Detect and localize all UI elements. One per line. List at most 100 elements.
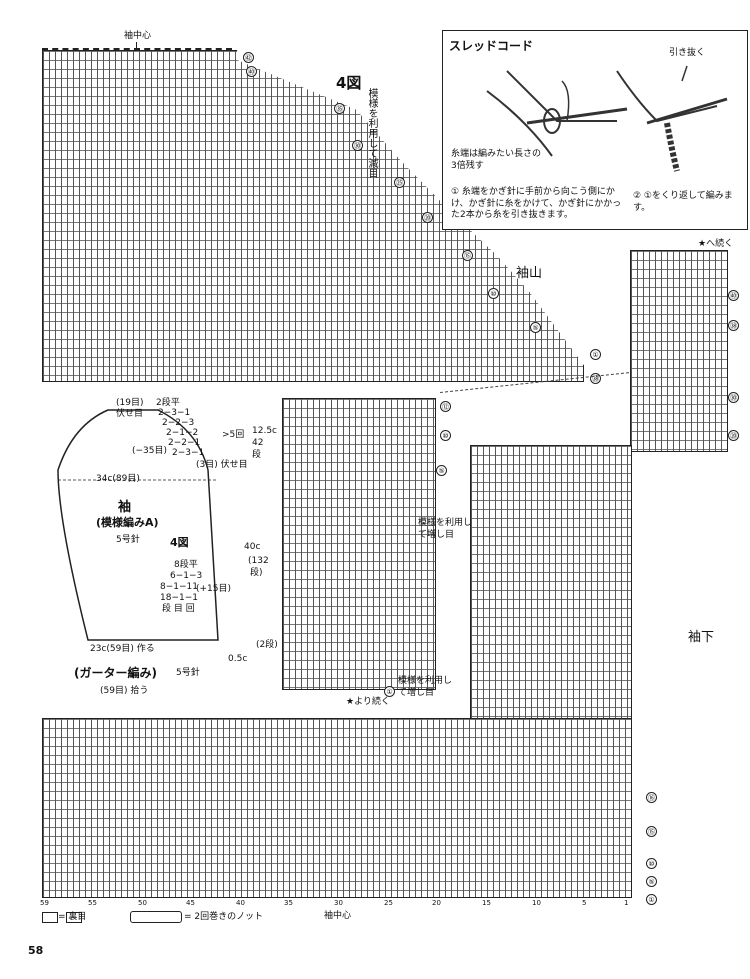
middle-band-chart bbox=[282, 398, 436, 690]
col-num: 55 bbox=[88, 899, 97, 907]
row-mark: ⑩ bbox=[646, 858, 657, 869]
thread-note-left: 糸端は編みたい長さの3倍残す bbox=[451, 149, 542, 171]
sleeve-bottom-make: 23c(59目) 作る bbox=[90, 644, 155, 654]
center-label-bottom: 袖中心 bbox=[324, 911, 352, 921]
right-column-chart bbox=[630, 250, 728, 452]
row-mark: ⑩ bbox=[440, 430, 451, 441]
row-mark: ⑤ bbox=[530, 322, 541, 333]
legend-purl-symbol bbox=[42, 912, 58, 923]
sleeve-needle-2: 5号針 bbox=[176, 668, 200, 678]
row-mark: ㊵ bbox=[246, 66, 257, 77]
sleeve-garter: (ガーター編み) bbox=[74, 666, 157, 680]
col-num: 1 bbox=[624, 899, 629, 907]
legend-knot: = 2回巻きのノット bbox=[184, 912, 263, 922]
sleeve-top-count: (19目) bbox=[116, 398, 144, 408]
sleeve-name: 袖 bbox=[118, 500, 132, 515]
sleeve-h1c: 段 bbox=[252, 450, 262, 460]
pull-label: 引き抜く bbox=[669, 48, 706, 58]
col-num: 5 bbox=[582, 899, 587, 907]
row-mark: ㉚ bbox=[728, 392, 739, 403]
lower-right-chart bbox=[470, 445, 632, 727]
row-mark: ① bbox=[646, 894, 657, 905]
sleeve-width: 34c(89目) bbox=[96, 474, 140, 484]
center-label-top: 袖中心 bbox=[124, 31, 152, 41]
sleeve-bind-off: 伏せ目 bbox=[116, 409, 144, 419]
dashed-top-edge bbox=[42, 48, 232, 50]
row-mark: ① bbox=[384, 686, 395, 697]
sleeve-bind3: (3目) 伏せ目 bbox=[196, 460, 248, 470]
sleeve-h1b: 42 bbox=[252, 438, 264, 448]
col-num: 20 bbox=[432, 899, 441, 907]
center-marker-top bbox=[136, 42, 137, 50]
row-mark: ㊷ bbox=[243, 52, 254, 63]
col-num: 30 bbox=[334, 899, 343, 907]
sleeve-dec-6: 2−3−1 bbox=[172, 448, 205, 458]
sleeve-inc-2: 6−1−3 bbox=[170, 571, 203, 581]
sleeve-inc-5: 段 目 回 bbox=[162, 604, 195, 614]
sode-shita-label: 袖下 bbox=[688, 630, 715, 645]
sleeve-minus35: (−35目) bbox=[132, 446, 168, 456]
row-mark: ㉚ bbox=[352, 140, 363, 151]
row-mark: ⑮ bbox=[646, 826, 657, 837]
row-mark: ㉟ bbox=[334, 103, 345, 114]
row-mark: ⑳ bbox=[728, 430, 739, 441]
row-mark: ① bbox=[590, 349, 601, 360]
thread-cord-illustration bbox=[486, 65, 728, 172]
sleeve-fig: 4図 bbox=[170, 536, 189, 549]
legend-purl-symbol-2: − bbox=[66, 912, 82, 923]
pattern-increase-note-1: 模様を利用して増し目 bbox=[418, 518, 473, 540]
sleeve-pattern: (模様編みA) bbox=[96, 516, 159, 529]
thread-step-1: ① 糸端をかぎ針に手前から向こう側にかけ、かぎ針に糸をかけて、かぎ針にかかった2… bbox=[451, 187, 622, 221]
col-num: 40 bbox=[236, 899, 245, 907]
col-num: 50 bbox=[138, 899, 147, 907]
sleeve-pick: (59目) 拾う bbox=[100, 686, 149, 696]
sleeve-dec-3: 2−2−3 bbox=[162, 418, 195, 428]
row-mark: ㉕ bbox=[394, 177, 405, 188]
row-mark: ⑮ bbox=[462, 250, 473, 261]
sleeve-h2b: (132 bbox=[248, 556, 269, 566]
sleeve-h3: 0.5c bbox=[228, 654, 248, 664]
row-mark: ⑯ bbox=[646, 792, 657, 803]
row-mark: ㊵ bbox=[728, 290, 739, 301]
col-num: 35 bbox=[284, 899, 293, 907]
legend-purl: = 裏目 bbox=[58, 912, 87, 922]
thread-cord-title: スレッドコード bbox=[449, 39, 534, 53]
continue-to-label: ★へ続く bbox=[698, 239, 734, 249]
sleeve-h3b: (2段) bbox=[256, 640, 278, 650]
row-mark: ⑩ bbox=[488, 288, 499, 299]
fig-label: 4図 bbox=[336, 74, 362, 92]
thread-cord-box: スレッドコード 引き抜く 糸端は編みたい長さの3倍残す ① 糸端をかぎ針に手前か… bbox=[442, 30, 748, 230]
sleeve-h1: 12.5c bbox=[252, 426, 277, 436]
row-mark: ⑤ bbox=[646, 876, 657, 887]
sleeve-dec-1: 2段平 bbox=[156, 398, 180, 408]
row-mark: ⑤ bbox=[436, 465, 447, 476]
row-mark: ⑫ bbox=[440, 401, 451, 412]
sleeve-h2: 40c bbox=[244, 542, 261, 552]
sleeve-inc-4: 18−1−1 bbox=[160, 593, 198, 603]
row-mark: ⑳ bbox=[422, 212, 433, 223]
sleeve-inc-1: 8段平 bbox=[174, 560, 198, 570]
row-mark: ㊳ bbox=[590, 373, 601, 384]
thread-step-2: ② ①をくり返して編みます。 bbox=[633, 191, 733, 213]
sleeve-dec-4: 2−1−2 bbox=[166, 428, 199, 438]
sleeve-dec-2: 2−3−1 bbox=[158, 408, 191, 418]
col-num: 59 bbox=[40, 899, 49, 907]
pattern-decrease-note: 模様を利用して減目 bbox=[366, 88, 377, 178]
sleeve-h2c: 段) bbox=[250, 568, 263, 578]
col-num: 45 bbox=[186, 899, 195, 907]
col-num: 15 bbox=[482, 899, 491, 907]
row-mark: ㊳ bbox=[728, 320, 739, 331]
page-number: 58 bbox=[28, 944, 44, 957]
sleeve-lower-chart bbox=[42, 718, 632, 898]
sode-yama-label: 袖山 bbox=[516, 266, 543, 281]
sleeve-dec-5: 2−2−1 bbox=[168, 438, 201, 448]
sleeve-needle-1: 5号針 bbox=[116, 535, 140, 545]
col-num: 25 bbox=[384, 899, 393, 907]
sleeve-plus15: (+15目) bbox=[196, 584, 232, 594]
col-num: 10 bbox=[532, 899, 541, 907]
pattern-increase-note-2: 模様を利用して増し目 bbox=[398, 676, 453, 698]
sleeve-dec-side: >5回 bbox=[222, 430, 245, 440]
sleeve-inc-3: 8−1−11 bbox=[160, 582, 198, 592]
continue-from-label: ★より続く bbox=[346, 697, 390, 707]
legend-knot-symbol bbox=[130, 911, 182, 923]
